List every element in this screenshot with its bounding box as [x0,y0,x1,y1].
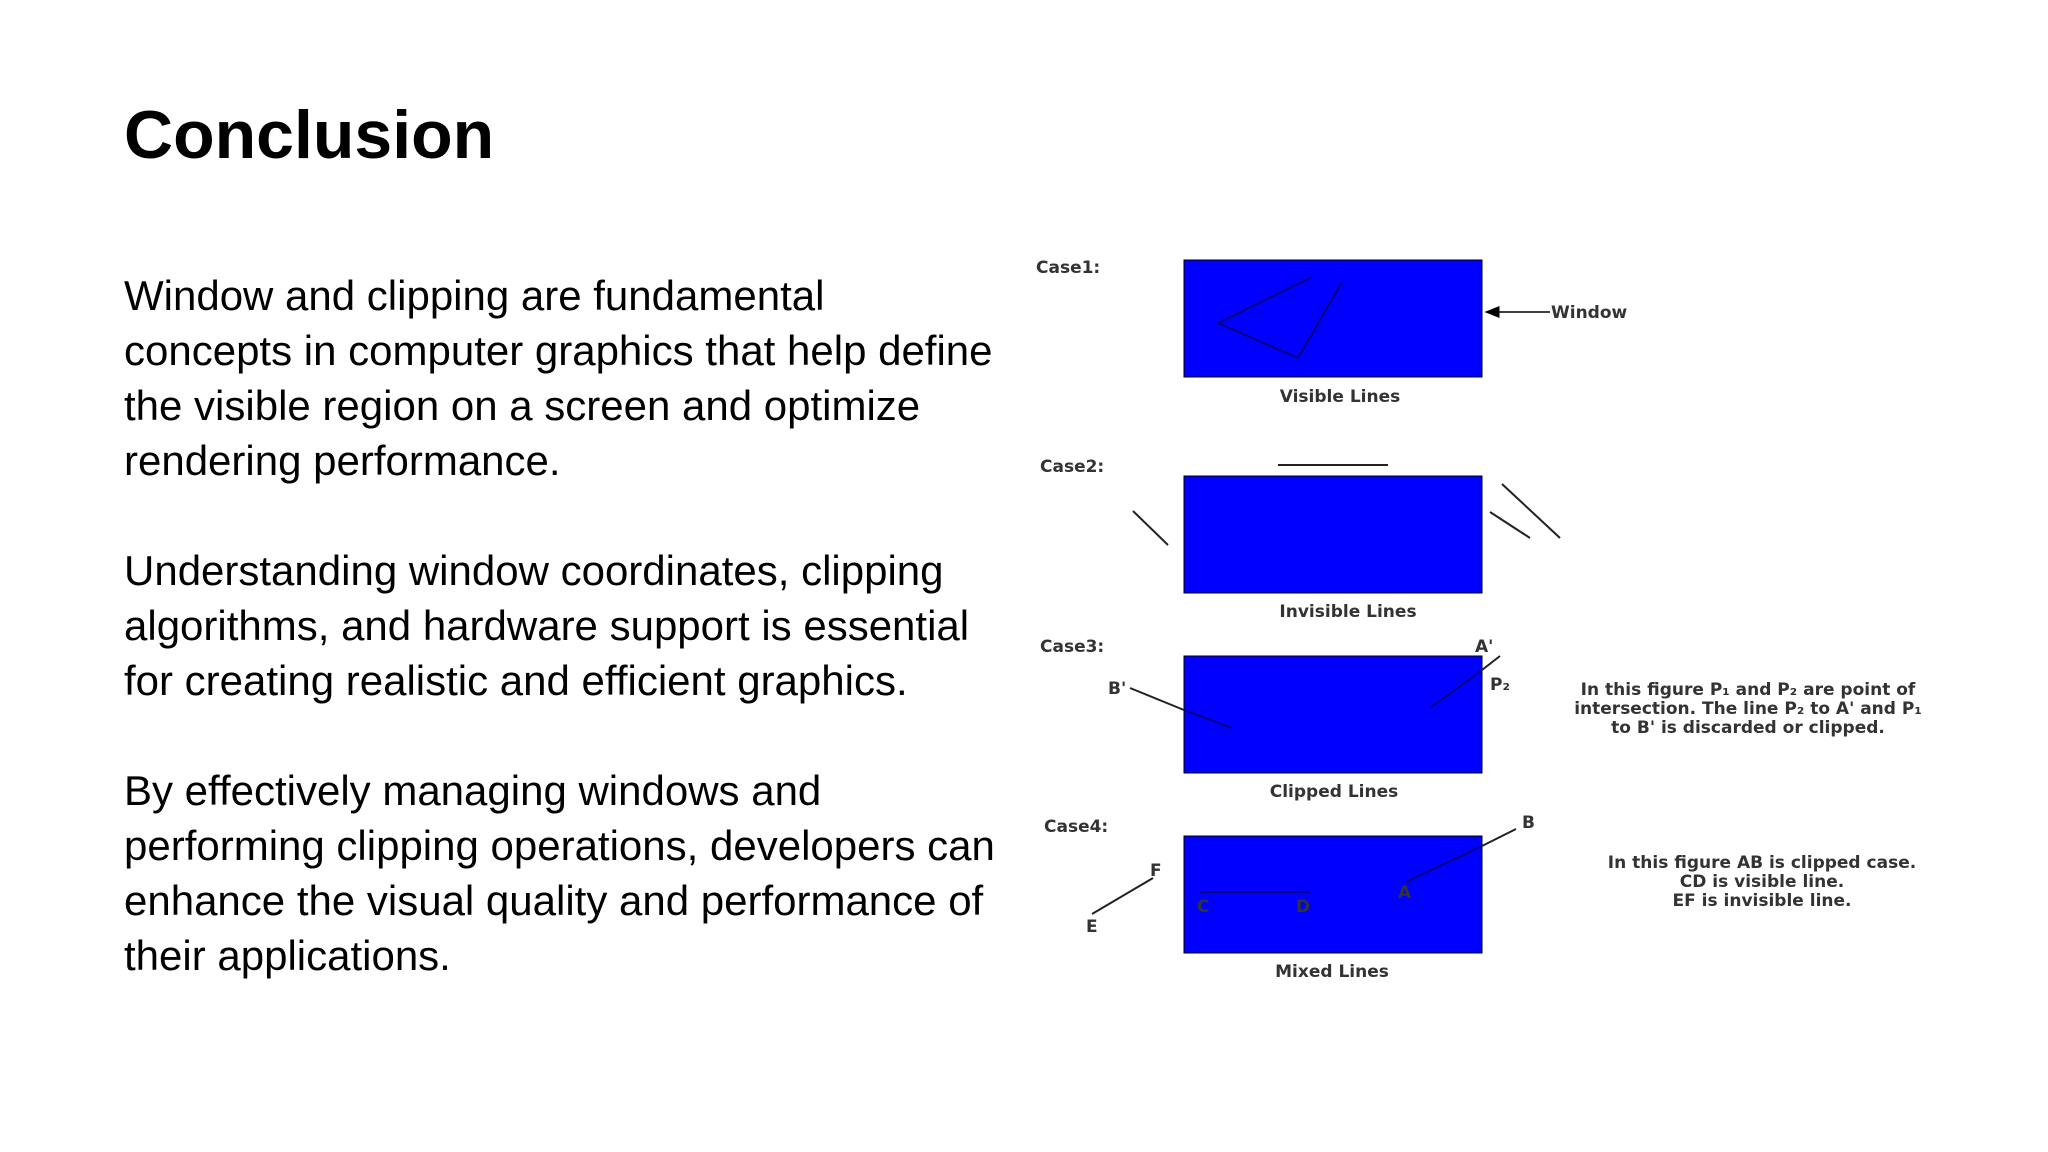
case2-caption: Invisible Lines [1279,602,1416,622]
slide-title: Conclusion [124,97,495,173]
case3-line-right-inside [1429,669,1483,709]
case3-line-right-outside [1481,655,1501,671]
case3-note-line-2: intersection. The line P₂ to A' and P₁ [1574,699,1922,719]
case4-caption: Mixed Lines [1275,962,1389,982]
case4-label: Case4: [1044,817,1108,837]
case4-line-ef [1091,877,1154,915]
case2-line-right-1 [1501,483,1561,539]
case3-caption: Clipped Lines [1270,782,1399,802]
case4-point-d: D [1296,897,1310,917]
case3-point-b-prime: B' [1108,679,1126,699]
case4-point-b: B [1522,813,1535,833]
window-annotation: Window [1551,303,1628,323]
clipping-cases-figure: Case1: Window Visible Lines Case2: Invis… [1036,258,1922,982]
paragraph-2: Understanding window coordinates, clippi… [124,547,970,704]
case2-label: Case2: [1040,457,1104,477]
case4-point-e: E [1086,917,1098,937]
case4-point-f: F [1150,861,1162,881]
case1-label: Case1: [1036,258,1100,278]
case4-window [1183,835,1483,954]
paragraph-3: By effectively managing windows and perf… [124,767,995,979]
case3-point-a-prime: A' [1475,637,1493,657]
case3-note-line-3: to B' is discarded or clipped. [1611,718,1885,738]
case2-line-right-2 [1489,511,1531,539]
case4-line-b-outside [1481,828,1517,847]
case4-note-line-3: EF is invisible line. [1673,891,1852,911]
body-text: Window and clipping are fundamental conc… [124,268,1004,1038]
case3-line-left-inside [1183,709,1233,729]
case4-point-a: A [1398,883,1412,903]
case1-window [1183,259,1483,378]
case3-line-left-outside [1129,687,1185,711]
case3-label: Case3: [1040,637,1104,657]
case4-note-line-1: In this figure AB is clipped case. [1608,853,1916,873]
case3-window [1183,655,1483,774]
paragraph-1: Window and clipping are fundamental conc… [124,272,993,484]
case4-point-c: C [1197,897,1209,917]
case1-caption: Visible Lines [1280,387,1401,407]
case3-note-line-1: In this figure P₁ and P₂ are point of [1581,680,1916,700]
case4-note-line-2: CD is visible line. [1680,872,1844,892]
case3-point-p2: P₂ [1490,675,1510,695]
case4-line-a-inside [1405,845,1483,883]
case2-line-left [1132,510,1169,546]
case1-visible-lines [1217,277,1343,359]
case2-window [1183,475,1483,594]
